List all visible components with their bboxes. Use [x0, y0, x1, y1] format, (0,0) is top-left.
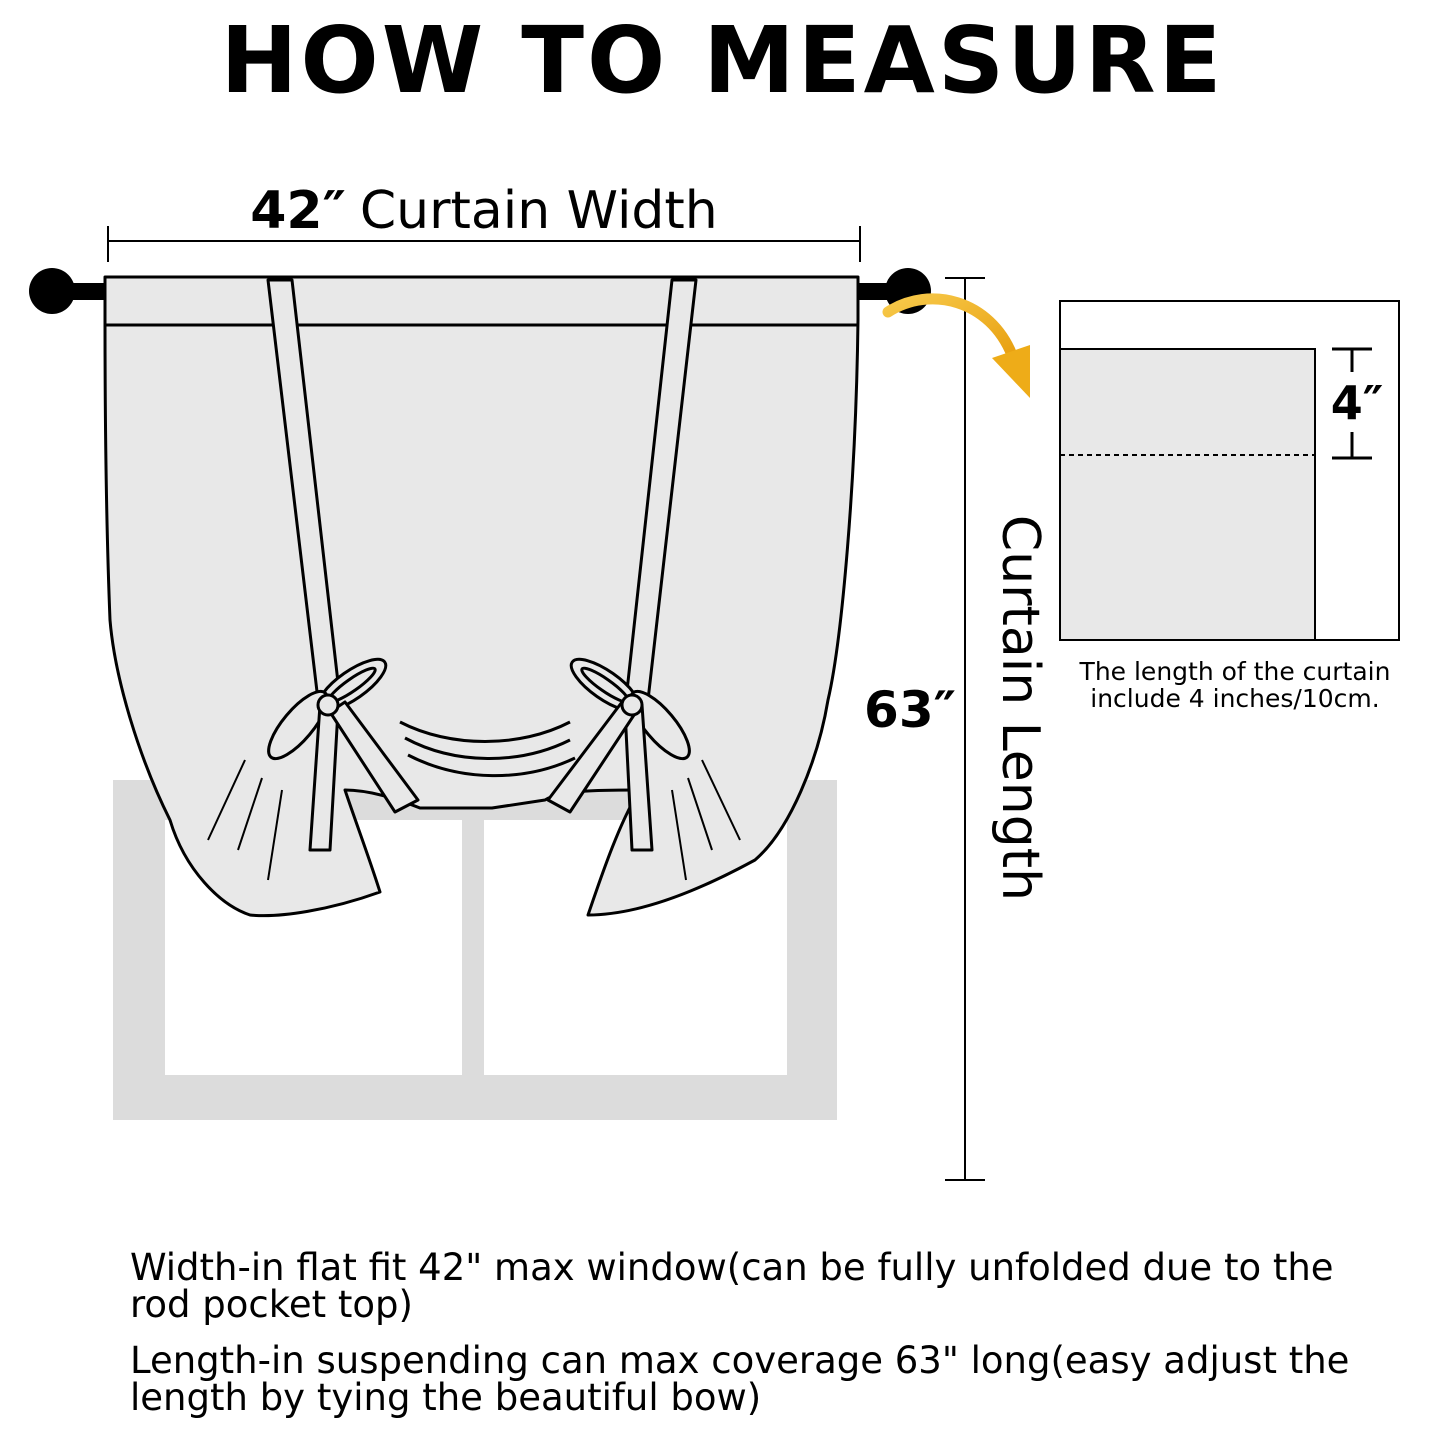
- rod-pocket-detail: [1059, 300, 1400, 641]
- curved-arrow-icon: [882, 293, 1030, 398]
- width-value: 42″: [250, 181, 346, 241]
- length-text: Curtain Length: [990, 514, 1050, 902]
- rod-pocket-note: The length of the curtain include 4 inch…: [1079, 657, 1391, 713]
- page-title: HOW TO MEASURE: [220, 7, 1225, 114]
- length-note: Length-in suspending can max coverage 63…: [130, 1339, 1350, 1419]
- curtain: [103, 275, 860, 918]
- width-dimension-label: 42″Curtain Width: [108, 176, 860, 246]
- length-value: 63″: [864, 681, 956, 739]
- width-note: Width-in flat fit 42" max window(can be …: [130, 1246, 1334, 1326]
- length-dimension-line: [945, 277, 985, 1181]
- width-text: Curtain Width: [359, 181, 718, 241]
- width-dimension-line: [107, 226, 861, 262]
- rod-pocket-value: 4″: [1330, 376, 1384, 430]
